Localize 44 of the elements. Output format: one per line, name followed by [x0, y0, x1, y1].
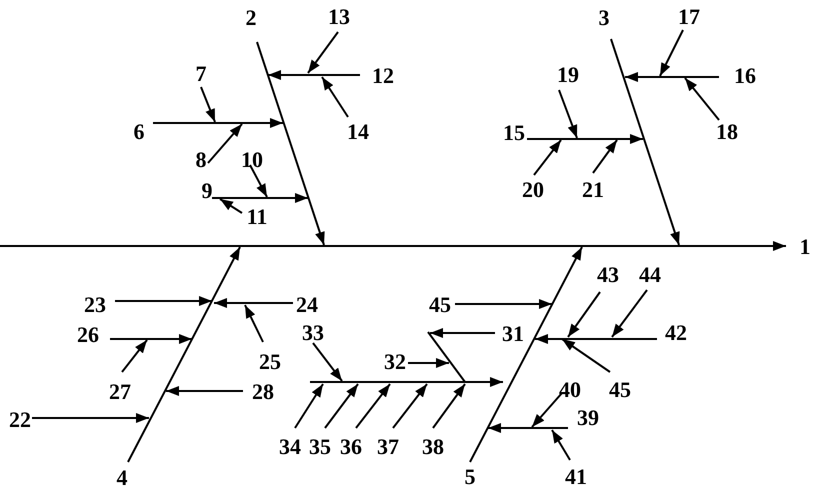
- callout-number: 28: [252, 381, 274, 403]
- callout-number: 2: [246, 7, 256, 29]
- callout-number: 7: [196, 63, 206, 85]
- callout-number: 14: [347, 121, 369, 143]
- callout-number: 16: [734, 65, 756, 87]
- callout-number: 5: [464, 466, 476, 488]
- callout-number: 1: [800, 236, 810, 258]
- callout-number: 12: [372, 65, 394, 87]
- callout-number: 15: [503, 122, 525, 144]
- callout-number: 10: [241, 149, 263, 171]
- callout-number: 44: [639, 264, 661, 286]
- callout-number: 45: [429, 294, 451, 316]
- callout-number: 6: [134, 121, 144, 143]
- callout-number: 11: [246, 206, 268, 228]
- callout-number: 26: [77, 324, 99, 346]
- callout-number: 31: [502, 323, 524, 345]
- callout-number: 37: [377, 436, 399, 458]
- callout-number: 9: [202, 180, 212, 202]
- callout-number: 45: [609, 379, 631, 401]
- callout-number: 38: [422, 436, 444, 458]
- callout-number: 32: [384, 351, 406, 373]
- callout-number: 34: [279, 436, 301, 458]
- callout-number: 42: [665, 322, 687, 344]
- callout-number: 3: [598, 7, 610, 29]
- callout-number: 35: [309, 436, 331, 458]
- callout-number: 27: [109, 381, 131, 403]
- callout-number: 25: [259, 351, 281, 373]
- callout-number: 22: [9, 409, 31, 431]
- callout-number: 13: [328, 6, 350, 28]
- callout-number: 4: [116, 467, 128, 489]
- callout-number: 21: [582, 179, 604, 201]
- callout-number: 39: [577, 407, 599, 429]
- callout-number: 18: [716, 121, 738, 143]
- callout-number: 33: [302, 322, 324, 344]
- callout-number: 20: [522, 179, 544, 201]
- callout-number: 43: [597, 264, 619, 286]
- callout-number: 40: [559, 379, 581, 401]
- callout-number: 23: [84, 294, 106, 316]
- callout-number: 8: [196, 149, 206, 171]
- callout-number: 41: [565, 466, 587, 488]
- callout-number: 17: [678, 6, 700, 28]
- callout-number: 19: [557, 64, 579, 86]
- callout-number: 36: [340, 436, 362, 458]
- callout-number: 24: [296, 294, 318, 316]
